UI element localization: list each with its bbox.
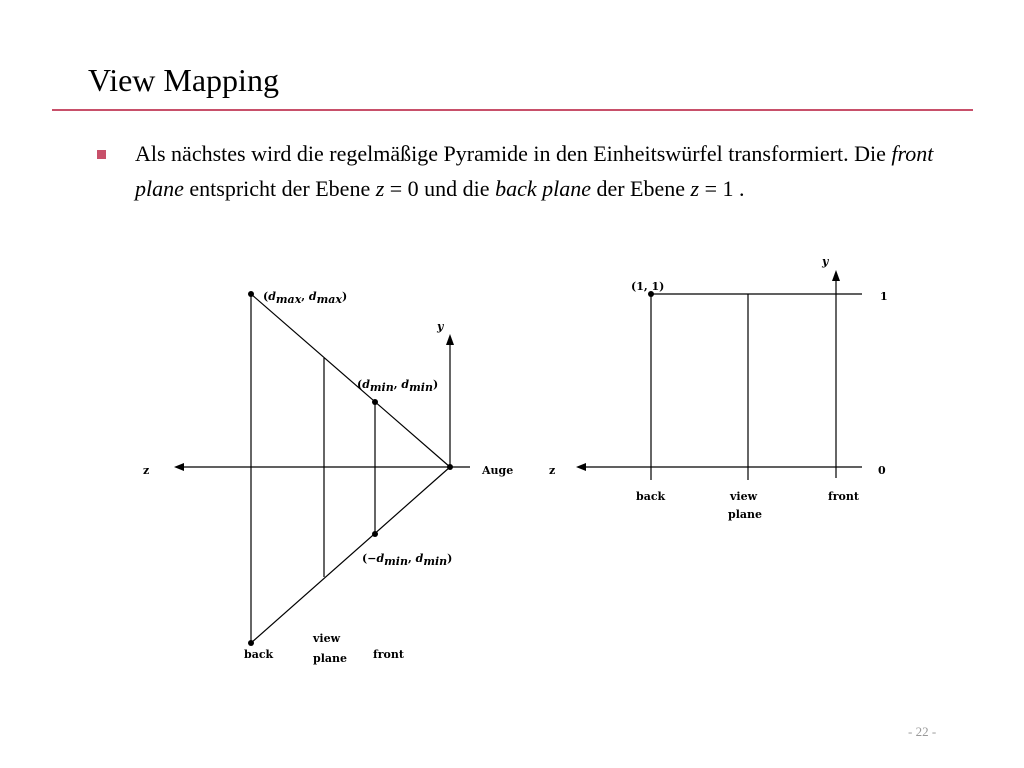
right-unit-diagram [576, 270, 862, 480]
left-z-arrowhead [174, 463, 184, 471]
left-frustum-diagram [174, 291, 470, 646]
bullet-text: Als nächstes wird die regelmäßige Pyrami… [135, 136, 945, 206]
corner-point [648, 291, 654, 297]
z-variable: z [690, 176, 700, 201]
right-view-label: view [729, 490, 758, 503]
upper-pyramid-edge [250, 293, 451, 468]
bullet-part-3: = 0 und die [384, 176, 496, 201]
left-back-label: back [244, 648, 274, 661]
zero-label: 0 [878, 464, 886, 477]
one-label: 1 [880, 290, 888, 303]
left-z-label: z [143, 464, 149, 477]
eye-point [447, 464, 453, 470]
bullet-part-2: entspricht der Ebene [183, 176, 376, 201]
z-variable: z [375, 176, 385, 201]
label-d-min: (dmin, dmin) [357, 378, 438, 394]
label-d-max: (dmax, dmax) [263, 290, 347, 306]
right-back-label: back [636, 490, 666, 503]
right-z-label: z [549, 464, 555, 477]
front-plane-term: front plane [135, 141, 934, 201]
label-neg-d-min: (−dmin, dmin) [362, 552, 452, 568]
point-min [372, 399, 378, 405]
page-number: - 22 - [908, 724, 937, 739]
bullet-part-1: Als nächstes wird die regelmäßige Pyrami… [135, 141, 892, 166]
left-y-label: y [436, 320, 445, 333]
lower-pyramid-edge [250, 466, 451, 644]
left-y-arrowhead [446, 334, 454, 345]
right-front-label: front [828, 490, 860, 503]
back-plane-term: back plane [495, 176, 591, 201]
left-front-label: front [373, 648, 405, 661]
point-max [248, 291, 254, 297]
left-plane-label: plane [313, 652, 347, 665]
right-plane-label: plane [728, 508, 762, 521]
right-z-arrowhead [576, 463, 586, 471]
slide-title: View Mapping [88, 62, 279, 98]
right-y-arrowhead [832, 270, 840, 281]
corner-label: (1, 1) [631, 280, 664, 293]
bullet-marker-icon [97, 150, 106, 159]
point-back-bottom [248, 640, 254, 646]
bullet-part-5: = 1 . [699, 176, 745, 201]
bullet-part-4: der Ebene [590, 176, 691, 201]
eye-label: Auge [481, 464, 513, 477]
title-divider [52, 109, 973, 111]
right-y-label: y [821, 255, 830, 268]
left-view-label: view [312, 632, 341, 645]
point-neg-min [372, 531, 378, 537]
